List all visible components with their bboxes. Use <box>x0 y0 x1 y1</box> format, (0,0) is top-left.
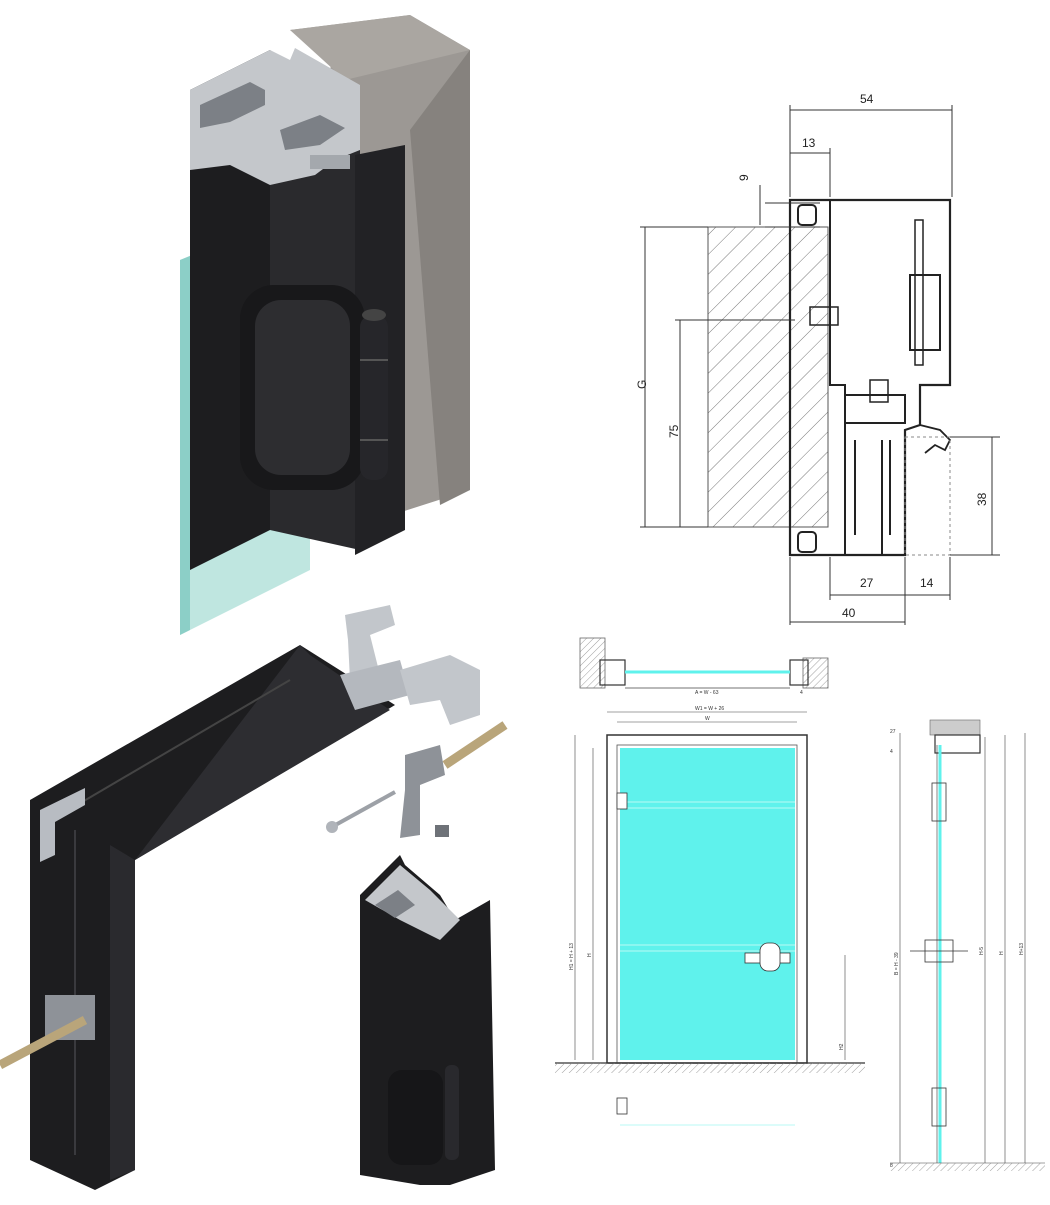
dim-75: 75 <box>667 424 681 438</box>
door-side-section: 27 4 B = H - 39 H-5 H H+13 8 <box>880 715 1050 1200</box>
cross-section-drawing: 54 13 9 G 75 38 27 14 40 <box>620 85 1000 630</box>
screw-icon <box>0 1016 88 1069</box>
label-hs: H <box>999 951 1005 955</box>
exploded-frame-svg <box>0 605 508 1190</box>
dim-13: 13 <box>802 136 816 150</box>
door-side-svg: 27 4 B = H - 39 H-5 H H+13 8 <box>890 719 1045 1171</box>
dim-40: 40 <box>842 606 856 620</box>
cross-section-svg: 54 13 9 G 75 38 27 14 40 <box>635 92 1000 625</box>
label-b: B = H - 39 <box>894 952 900 975</box>
dim-38: 38 <box>975 492 989 506</box>
label-h2: H2 <box>839 1043 845 1050</box>
label-27: 27 <box>890 729 896 735</box>
dim-27: 27 <box>860 576 874 590</box>
label-h1: H1 = H + 13 <box>569 943 575 970</box>
top-profile <box>934 734 981 754</box>
dim-54: 54 <box>860 92 874 106</box>
label-w1: W1 = W + 26 <box>695 706 724 712</box>
label-h5: H-5 <box>979 947 985 955</box>
glass-door <box>620 748 795 1060</box>
label-h13: H+13 <box>1019 943 1025 955</box>
exploded-frame-render <box>0 600 540 1200</box>
label-a: A = W - 63 <box>695 690 719 696</box>
dim-9: 9 <box>737 174 751 181</box>
frame-hinge-render-svg <box>180 15 470 635</box>
hinge-bracket-a <box>345 605 395 680</box>
dim-14: 14 <box>920 576 934 590</box>
dim-g: G <box>635 380 649 389</box>
side-hinge-bottom <box>931 1087 947 1127</box>
hinge-icon-2 <box>388 1070 443 1165</box>
hinge-bracket-b <box>400 655 480 725</box>
hinge-top <box>616 792 628 810</box>
dowel-screw <box>442 721 508 769</box>
hinge-knuckle <box>360 315 388 480</box>
mounting-clip <box>400 745 445 838</box>
door-elevation-drawing: A = W - 63 4 W1 = W + 26 W H1 = H + 13 H <box>545 630 875 1200</box>
bracket-icon <box>40 788 85 862</box>
dimension-lines <box>640 105 1000 625</box>
wall-hatch <box>707 226 829 528</box>
aluminium-section <box>190 48 360 185</box>
frame-hinge-render <box>170 10 530 640</box>
side-hinge-top <box>931 782 947 822</box>
machine-screw <box>329 790 396 830</box>
label-h: H <box>587 953 593 957</box>
hinge-bottom <box>616 1097 628 1115</box>
door-elevation-svg: A = W - 63 4 W1 = W + 26 W H1 = H + 13 H <box>555 637 865 1126</box>
label-w: W <box>705 716 710 722</box>
label-d4: 4 <box>890 749 893 755</box>
label-4: 4 <box>800 690 803 696</box>
